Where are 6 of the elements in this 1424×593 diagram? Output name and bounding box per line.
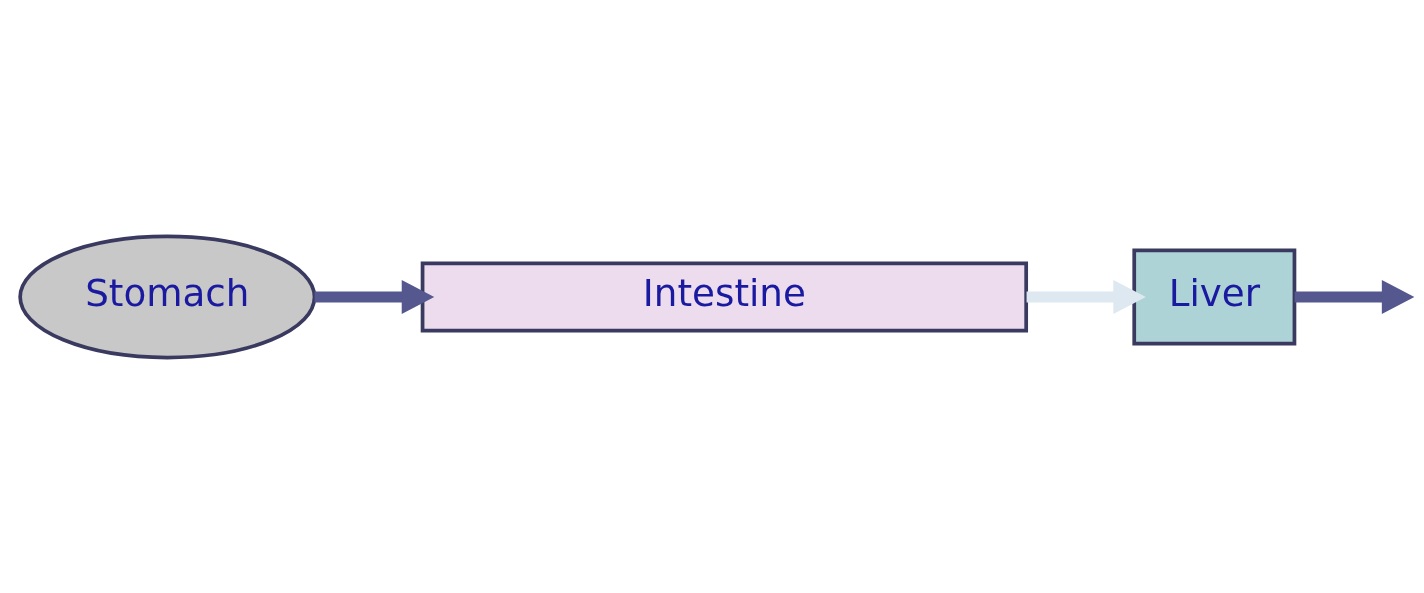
arrow [1294, 279, 1415, 314]
arrow [1026, 279, 1146, 314]
node-box: Intestine [420, 261, 1029, 332]
node-ellipse: Stomach [18, 234, 317, 359]
node-box: Liver [1132, 248, 1297, 345]
arrow [314, 279, 435, 314]
